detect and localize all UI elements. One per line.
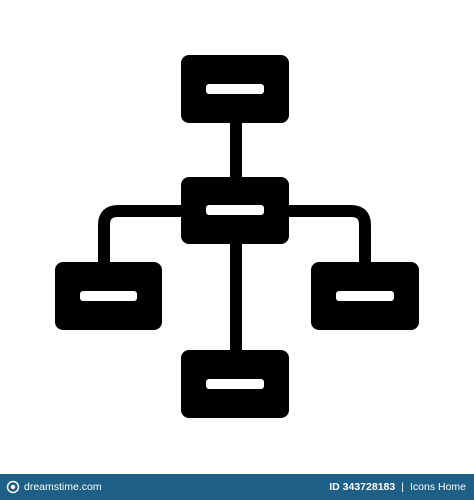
footer-image-id: ID 343728183 [329,481,396,493]
node-left-label-bar [80,291,137,301]
connector-lines [98,120,371,355]
dreamstime-logo-icon [6,480,20,494]
footer-brand: dreamstime.com [6,480,102,494]
connector-center-to-left [98,205,186,265]
node-left [55,262,162,330]
node-center [181,177,289,244]
node-bottom-label-bar [206,379,264,389]
footer-credits: ID 343728183 | Icons Home [329,481,466,493]
footer-author: Icons Home [409,481,466,493]
icon-canvas [55,55,419,418]
node-right [311,262,419,330]
node-center-label-bar [206,205,264,215]
node-bottom [181,350,289,418]
node-top [181,55,289,123]
node-right-label-bar [336,291,394,301]
hierarchy-structure-icon [55,55,419,418]
footer-brand-name: dreamstime.com [24,481,102,493]
connector-center-to-right [286,205,371,265]
footer-separator: | [401,481,404,493]
watermark-footer-bar: dreamstime.com ID 343728183 | Icons Home [0,474,474,500]
node-top-label-bar [206,84,264,94]
